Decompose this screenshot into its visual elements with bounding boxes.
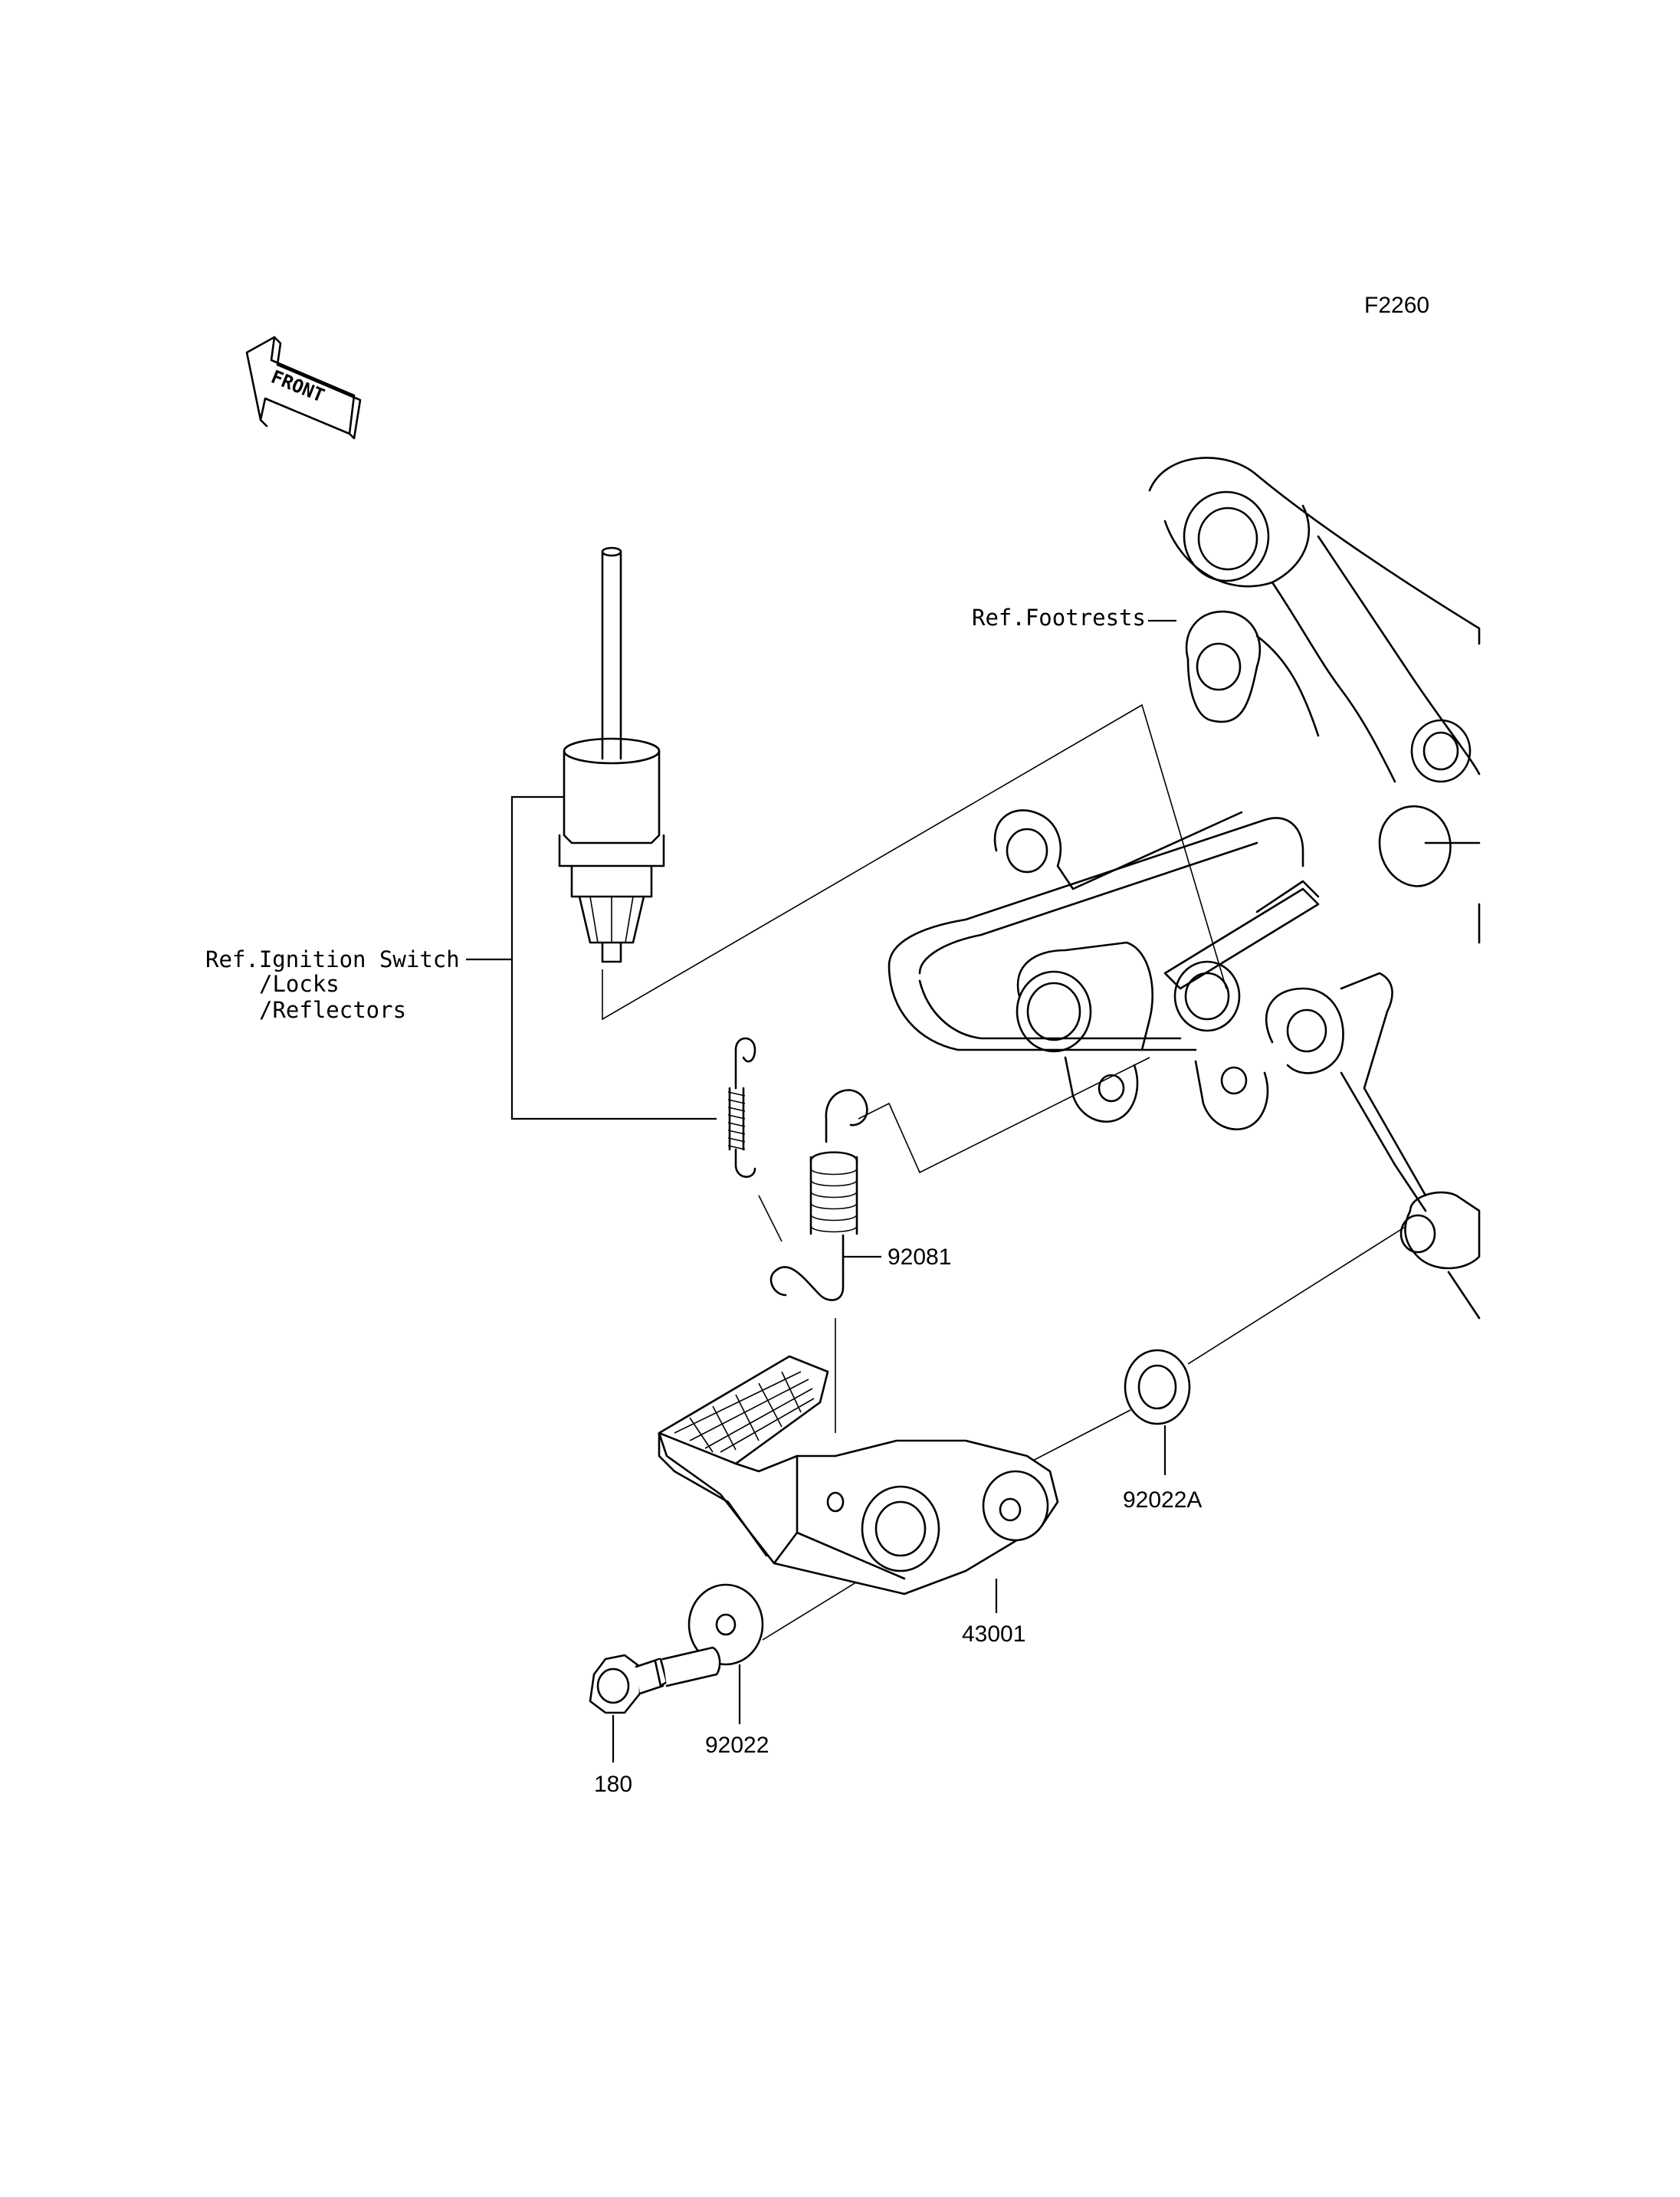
ignition-ref-leader xyxy=(466,795,717,1120)
brake-switch xyxy=(558,546,665,963)
small-spring xyxy=(727,1037,756,1178)
part-number-92022: 92022 xyxy=(705,1733,769,1758)
ref-ignition-label-1: Ref.Ignition Switch xyxy=(205,946,460,972)
ref-footrests-label: Ref.Footrests xyxy=(972,605,1146,631)
washer-92022 xyxy=(687,1583,764,1666)
part-number-92022a: 92022A xyxy=(1123,1487,1202,1513)
part-number-180: 180 xyxy=(594,1772,632,1797)
front-arrow-icon: FRONT xyxy=(245,336,362,440)
part-number-92081: 92081 xyxy=(888,1244,951,1270)
footrest-frame xyxy=(888,457,1481,1320)
brake-pedal-43001 xyxy=(658,1355,1059,1595)
leader-lines xyxy=(612,619,1176,1763)
diagram-code: F2260 xyxy=(1364,293,1429,318)
part-number-43001: 43001 xyxy=(962,1622,1025,1647)
washer-92022a xyxy=(1124,1349,1191,1425)
spring-92081 xyxy=(769,1089,868,1301)
ref-ignition-label-2: /Locks xyxy=(259,971,340,997)
ref-ignition-label-3: /Reflectors xyxy=(259,997,406,1023)
bolt-180 xyxy=(589,1646,721,1714)
